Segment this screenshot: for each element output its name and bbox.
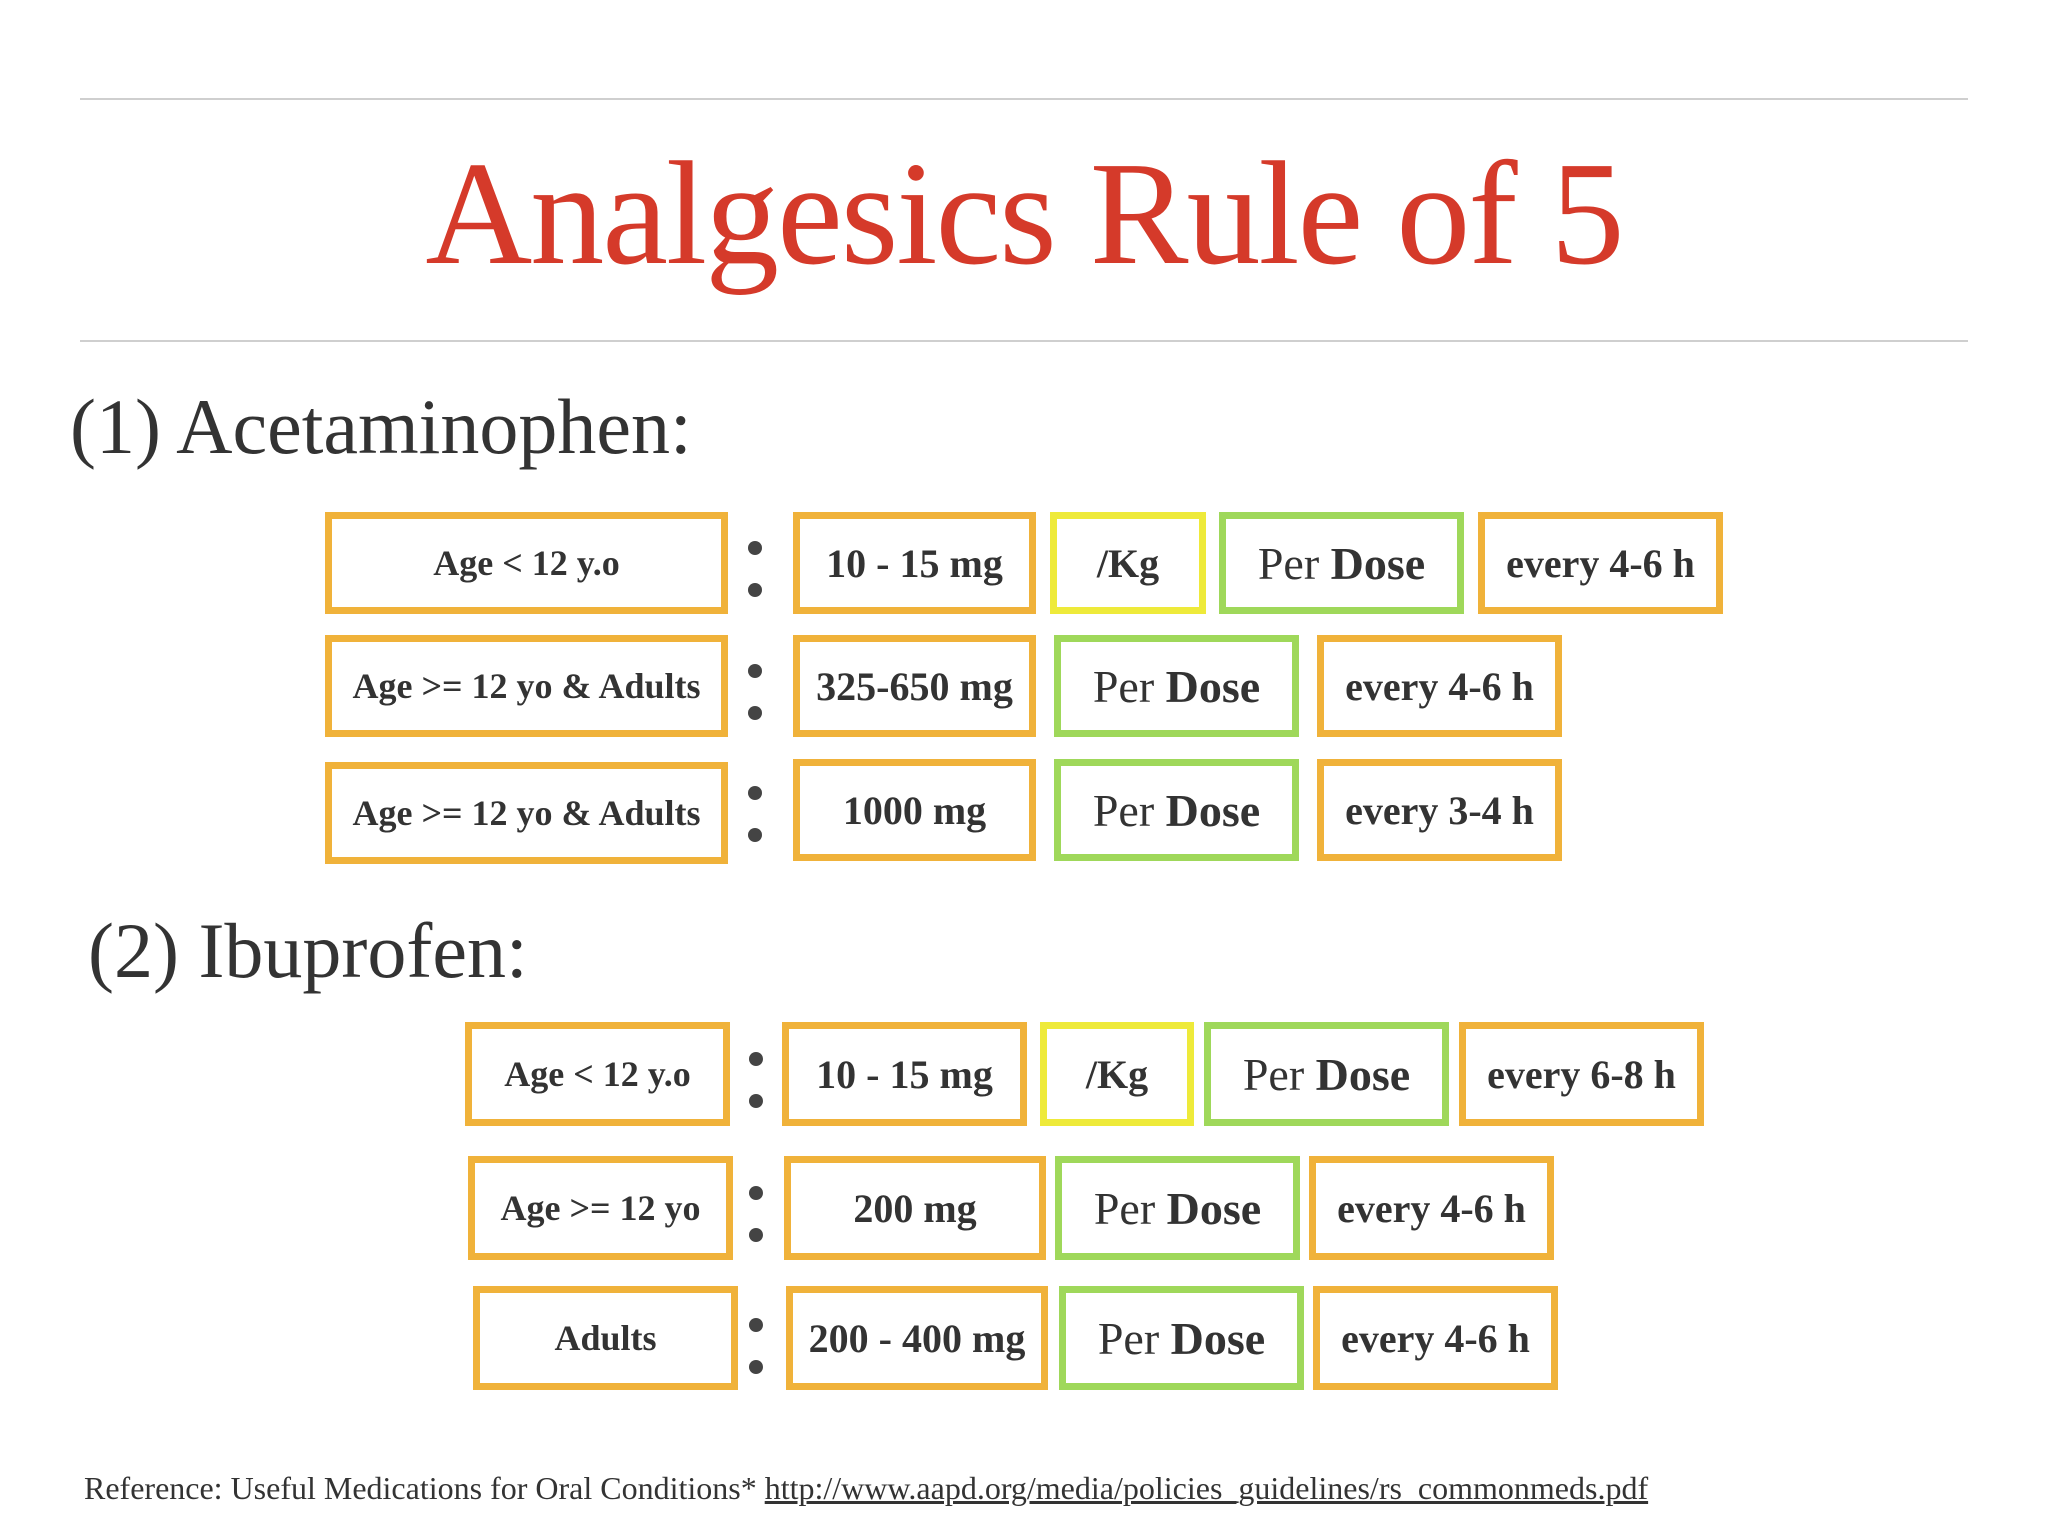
interval-box: every 4-6 h	[1317, 635, 1562, 737]
per-kg-box: /Kg	[1050, 512, 1206, 614]
age-box: Adults	[473, 1286, 738, 1390]
per-dose-box: Per Dose	[1055, 1156, 1300, 1260]
age-box: Age < 12 y.o	[465, 1022, 730, 1126]
dose-label: Dose	[1165, 660, 1261, 712]
dose-box: 1000 mg	[793, 759, 1036, 861]
per-label: Per	[1093, 1182, 1156, 1234]
colon-separator	[748, 541, 762, 597]
interval-box: every 4-6 h	[1478, 512, 1723, 614]
title-divider	[80, 340, 1968, 342]
interval-box: every 6-8 h	[1459, 1022, 1704, 1126]
per-dose-box: Per Dose	[1204, 1022, 1449, 1126]
age-box: Age < 12 y.o	[325, 512, 728, 614]
colon-separator	[749, 1186, 763, 1242]
dose-box: 10 - 15 mg	[793, 512, 1036, 614]
reference-label: Reference: Useful Medications for Oral C…	[84, 1470, 757, 1506]
section-heading-acetaminophen: (1) Acetaminophen:	[70, 383, 692, 470]
per-dose-box: Per Dose	[1054, 635, 1299, 737]
dose-box: 200 - 400 mg	[786, 1286, 1048, 1390]
dose-label: Dose	[1165, 784, 1261, 836]
per-label: Per	[1092, 660, 1155, 712]
dose-box: 200 mg	[784, 1156, 1046, 1260]
per-kg-box: /Kg	[1040, 1022, 1194, 1126]
colon-separator	[748, 786, 762, 842]
age-box: Age >= 12 yo & Adults	[325, 762, 728, 864]
per-dose-box: Per Dose	[1059, 1286, 1304, 1390]
interval-box: every 4-6 h	[1313, 1286, 1558, 1390]
dose-label: Dose	[1170, 1312, 1266, 1364]
per-dose-box: Per Dose	[1219, 512, 1464, 614]
section-heading-ibuprofen: (2) Ibuprofen:	[88, 907, 528, 994]
per-label: Per	[1092, 784, 1155, 836]
reference-link[interactable]: http://www.aapd.org/media/policies_guide…	[764, 1470, 1649, 1506]
page-title: Analgesics Rule of 5	[425, 132, 1624, 296]
per-dose-box: Per Dose	[1054, 759, 1299, 861]
dose-label: Dose	[1330, 537, 1426, 589]
age-box: Age >= 12 yo	[468, 1156, 733, 1260]
per-label: Per	[1097, 1312, 1160, 1364]
dose-box: 10 - 15 mg	[782, 1022, 1027, 1126]
top-divider	[80, 98, 1968, 100]
dose-label: Dose	[1315, 1048, 1411, 1100]
per-label: Per	[1242, 1048, 1305, 1100]
interval-box: every 4-6 h	[1309, 1156, 1554, 1260]
colon-separator	[748, 664, 762, 720]
dose-label: Dose	[1166, 1182, 1262, 1234]
age-box: Age >= 12 yo & Adults	[325, 635, 728, 737]
reference-line: Reference: Useful Medications for Oral C…	[84, 1470, 1648, 1507]
per-label: Per	[1257, 537, 1320, 589]
colon-separator	[749, 1052, 763, 1108]
interval-box: every 3-4 h	[1317, 759, 1562, 861]
colon-separator	[749, 1318, 763, 1374]
dose-box: 325-650 mg	[793, 635, 1036, 737]
